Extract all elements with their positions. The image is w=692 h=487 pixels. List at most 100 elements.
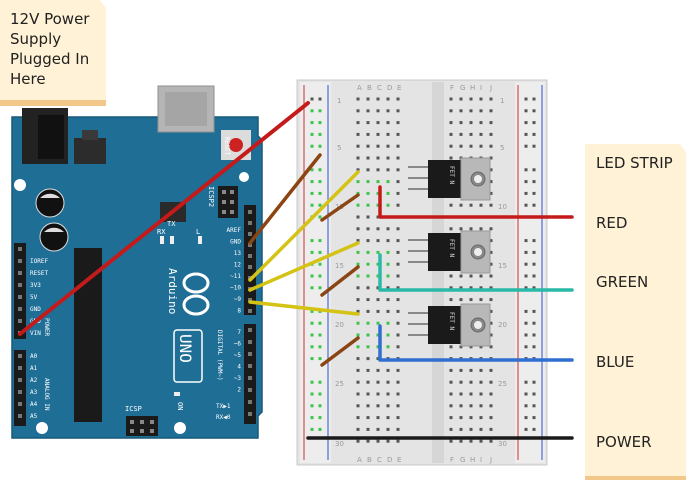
row-number: 1 [500,97,504,105]
header-pin [18,283,22,287]
rail-hole [318,191,322,195]
wire-blue-channel [378,324,574,362]
mosfet-leg [408,177,428,179]
rail-hole [310,380,314,384]
breadboard-hole [449,132,453,136]
header-pin [248,298,252,302]
breadboard-hole [396,427,400,431]
breadboard-hole [459,97,463,101]
breadboard-hole [396,239,400,243]
breadboard-hole [376,97,380,101]
breadboard-hole [366,392,370,396]
right-power-rail [515,82,545,463]
breadboard-hole [356,404,360,408]
breadboard-hole [449,227,453,231]
breadboard-hole [396,168,400,172]
rail-hole [532,121,536,125]
breadboard-hole [356,368,360,372]
breadboard-hole [386,368,390,372]
rail-hole [532,97,536,101]
breadboard-hole [386,427,390,431]
header-pin [18,378,22,382]
breadboard-hole [479,227,483,231]
mosfet-label: FET N [448,312,455,330]
icsp2-pins [222,190,234,214]
breadboard-hole [489,286,493,290]
breadboard-hole [489,180,493,184]
rx-led [160,236,164,244]
breadboard-hole [396,380,400,384]
breadboard-hole [396,309,400,313]
breadboard-hole [386,262,390,266]
breadboard-hole [396,203,400,207]
breadboard-hole [479,97,483,101]
breadboard-hole [366,215,370,219]
breadboard-hole [366,416,370,420]
breadboard-hole [459,392,463,396]
rail-hole [318,121,322,125]
breadboard-hole [376,239,380,243]
breadboard-hole [459,274,463,278]
column-labels: A B C D E F G H I J A B C D E F G H I J [357,84,492,464]
rail-hole [310,286,314,290]
analog-pin-label: A1 [30,365,38,372]
breadboard-hole [356,203,360,207]
wire-yellow-pin-11 [248,170,360,282]
col-label: H [470,84,475,92]
col-label: H [470,456,475,464]
breadboard-hole [356,380,360,384]
mounting-hole [14,179,26,191]
analog-pin-label: A2 [30,377,38,384]
breadboard-hole [489,404,493,408]
breadboard-hole [396,439,400,443]
breadboard-hole [459,144,463,148]
rail-hole [532,309,536,313]
col-label: F [450,84,454,92]
power-header [14,243,26,339]
analog-header [14,350,26,426]
breadboard-hole [479,368,483,372]
mosfet-body [428,160,461,198]
breadboard-hole [366,168,370,172]
usb-port-inner [165,92,207,126]
breadboard-hole [489,239,493,243]
breadboard-hole [366,262,370,266]
header-pin [248,328,252,332]
wires [18,101,574,440]
breadboard-hole [469,227,473,231]
digital-section-label: DIGITAL (PWM~) [216,330,223,381]
rail-hole [524,427,528,431]
breadboard-hole [376,392,380,396]
breadboard-hole [386,191,390,195]
breadboard-hole [356,239,360,243]
wire-brown-mosfet-3 [320,336,360,367]
power-pin-label: VIN [30,330,41,337]
rail-hole [532,203,536,207]
breadboard-hole [376,380,380,384]
rail-hole [310,97,314,101]
note-line: Supply [10,30,61,48]
breadboard-hole [469,109,473,113]
breadboard-hole [356,439,360,443]
header-pin [248,232,252,236]
breadboard-hole [396,392,400,396]
breadboard-hole [366,191,370,195]
rail-hole [310,109,314,113]
breadboard-hole [366,132,370,136]
breadboard-hole [376,168,380,172]
col-label: D [387,84,392,92]
breadboard-hole [449,286,453,290]
breadboard-hole [386,121,390,125]
rail-hole [524,168,528,172]
breadboard-hole [489,168,493,172]
header-pin [18,259,22,263]
breadboard-hole [356,298,360,302]
row-number: 5 [500,144,504,152]
breadboard-hole [449,121,453,125]
breadboard-hole [386,345,390,349]
reset-button-cap[interactable] [229,138,243,152]
icsp2-pin [222,210,226,214]
breadboard-hole [376,203,380,207]
breadboard-hole [479,274,483,278]
breadboard-hole [489,368,493,372]
